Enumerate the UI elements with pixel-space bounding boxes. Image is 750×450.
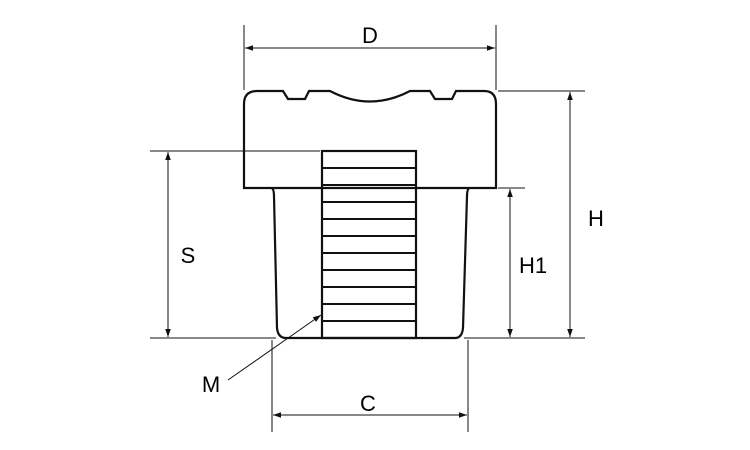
cap-head-outline bbox=[242, 89, 498, 190]
m-leader-line bbox=[227, 314, 322, 381]
cap-body-outline bbox=[271, 187, 470, 340]
thread-lines bbox=[322, 167, 416, 322]
s-label: S bbox=[181, 243, 196, 268]
h-label: H bbox=[588, 206, 604, 231]
c-label: C bbox=[360, 391, 376, 416]
d-label: D bbox=[362, 23, 378, 48]
m-label: M bbox=[202, 372, 220, 397]
thread-bore bbox=[320, 149, 418, 340]
h1-label: H1 bbox=[519, 253, 547, 278]
